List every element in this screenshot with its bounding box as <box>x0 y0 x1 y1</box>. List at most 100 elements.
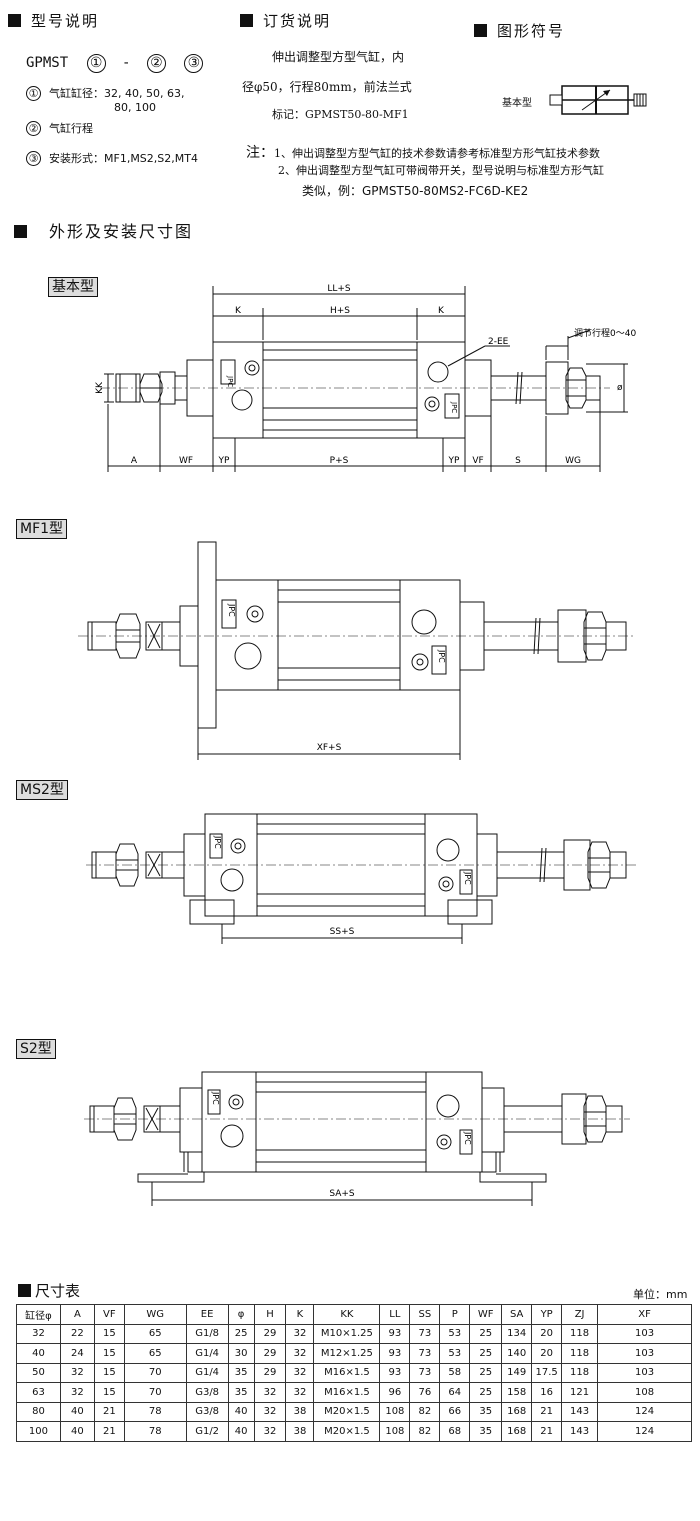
table-cell: 103 <box>597 1343 692 1364</box>
brand-mark: JPC <box>450 401 458 413</box>
square-bullet-icon <box>474 24 487 37</box>
table-cell: 78 <box>123 1401 187 1422</box>
ms2-type-tag: MS2型 <box>16 780 68 800</box>
table-cell: M16×1.5 <box>313 1382 381 1403</box>
table-cell: 32 <box>59 1382 95 1403</box>
dim-k-left: K <box>235 306 242 316</box>
table-cell: 40 <box>227 1421 255 1442</box>
table-cell: 32 <box>16 1323 61 1344</box>
mark-1: ① <box>86 54 106 73</box>
square-bullet-icon <box>14 225 27 238</box>
table-cell: 21 <box>531 1421 563 1442</box>
brand-mark: JPC <box>227 603 236 617</box>
table-cell: G1/4 <box>185 1362 229 1383</box>
table-header-cell: 缸径φ <box>16 1304 61 1325</box>
note-line-2: 2、伸出调整型方型气缸可带阀带开关，型号说明与标准型方形气缸 <box>278 164 604 177</box>
table-cell: 21 <box>531 1401 563 1422</box>
table-cell: 50 <box>16 1362 61 1383</box>
table-header-cell: P <box>439 1304 471 1325</box>
model-heading: 型号说明 <box>8 10 99 31</box>
dim-k-right: K <box>438 306 445 316</box>
table-cell: 35 <box>227 1362 255 1383</box>
table-cell: 124 <box>597 1421 692 1442</box>
table-cell: G1/4 <box>185 1343 229 1364</box>
table-cell: G1/2 <box>185 1421 229 1442</box>
table-cell: 73 <box>409 1343 441 1364</box>
ms2-type-drawing: SS+S JPC JPC <box>86 813 636 944</box>
table-cell: 53 <box>439 1343 471 1364</box>
table-cell: G3/8 <box>185 1382 229 1403</box>
model-code: GPMST <box>26 55 69 71</box>
outline-heading: 外形及安装尺寸图 <box>14 218 193 242</box>
table-cell: 73 <box>409 1362 441 1383</box>
table-header-cell: K <box>285 1304 315 1325</box>
dim-wg: WG <box>565 456 581 466</box>
table-cell: 30 <box>227 1343 255 1364</box>
table-cell: 32 <box>253 1401 287 1422</box>
table-cell: 15 <box>93 1362 125 1383</box>
pneumatic-symbol-icon <box>549 85 647 115</box>
mark-dash: - <box>122 55 131 71</box>
table-cell: 17.5 <box>531 1362 563 1383</box>
table-header-cell: YP <box>531 1304 563 1325</box>
table-cell: 21 <box>93 1401 125 1422</box>
table-cell: 21 <box>93 1421 125 1442</box>
brand-mark: JPC <box>437 649 446 663</box>
table-header-cell: EE <box>185 1304 229 1325</box>
table-cell: 158 <box>501 1382 533 1403</box>
table-cell: G3/8 <box>185 1401 229 1422</box>
basic-type-drawing: LL+S K H+S K 2-EE 调节行程0～40 ø KK A WF YP … <box>95 284 636 472</box>
dim-phi: ø <box>617 383 623 393</box>
note-line-1: 注：1、伸出调整型方型气缸的技术参数请参考标准型方形气缸技术参数 <box>246 145 600 161</box>
brand-mark: JPC <box>463 871 472 885</box>
note-line-3: 类似，例：GPMST50-80MS2-FC6D-KE2 <box>302 184 529 198</box>
table-cell: 103 <box>597 1362 692 1383</box>
table-cell: 40 <box>227 1401 255 1422</box>
table-cell: 103 <box>597 1323 692 1344</box>
table-cell: 25 <box>469 1382 503 1403</box>
table-cell: 149 <box>501 1362 533 1383</box>
table-cell: 35 <box>469 1401 503 1422</box>
order-line-3: 标记：GPMST50-80-MF1 <box>272 108 409 121</box>
table-cell: 118 <box>561 1323 599 1344</box>
dim-p: P+S <box>330 456 349 466</box>
table-cell: M10×1.25 <box>313 1323 381 1344</box>
table-cell: 65 <box>123 1343 187 1364</box>
dim-wf: WF <box>179 456 193 466</box>
table-cell: 25 <box>469 1362 503 1383</box>
square-bullet-icon <box>18 1284 31 1297</box>
table-cell: 38 <box>285 1421 315 1442</box>
dim-yp-left: YP <box>218 456 230 466</box>
mf1-type-drawing: XF+S JPC JPC <box>78 541 635 760</box>
dim-sa: SA+S <box>329 1189 355 1199</box>
table-cell: 22 <box>59 1323 95 1344</box>
order-line-2: 径φ50，行程80mm，前法兰式 <box>242 80 412 94</box>
table-cell: 58 <box>439 1362 471 1383</box>
table-header-cell: φ <box>227 1304 255 1325</box>
table-cell: M20×1.5 <box>313 1421 381 1442</box>
table-cell: 40 <box>59 1421 95 1442</box>
basic-type-tag: 基本型 <box>48 277 98 297</box>
table-cell: M20×1.5 <box>313 1401 381 1422</box>
table-cell: 20 <box>531 1343 563 1364</box>
model-code-line: GPMST ① - ② ③ <box>26 54 204 73</box>
table-cell: 93 <box>379 1323 411 1344</box>
table-heading: 尺寸表 <box>18 1280 80 1301</box>
table-cell: 108 <box>379 1401 411 1422</box>
table-cell: 143 <box>561 1401 599 1422</box>
dim-a: A <box>131 456 138 466</box>
table-cell: 93 <box>379 1362 411 1383</box>
table-header-cell: H <box>253 1304 287 1325</box>
table-cell: 16 <box>531 1382 563 1403</box>
table-header-cell: ZJ <box>561 1304 599 1325</box>
table-header-cell: XF <box>597 1304 692 1325</box>
symbol-heading: 图形符号 <box>474 20 565 41</box>
order-line-1: 伸出调整型方型气缸，内 <box>272 50 405 64</box>
table-cell: 32 <box>285 1323 315 1344</box>
